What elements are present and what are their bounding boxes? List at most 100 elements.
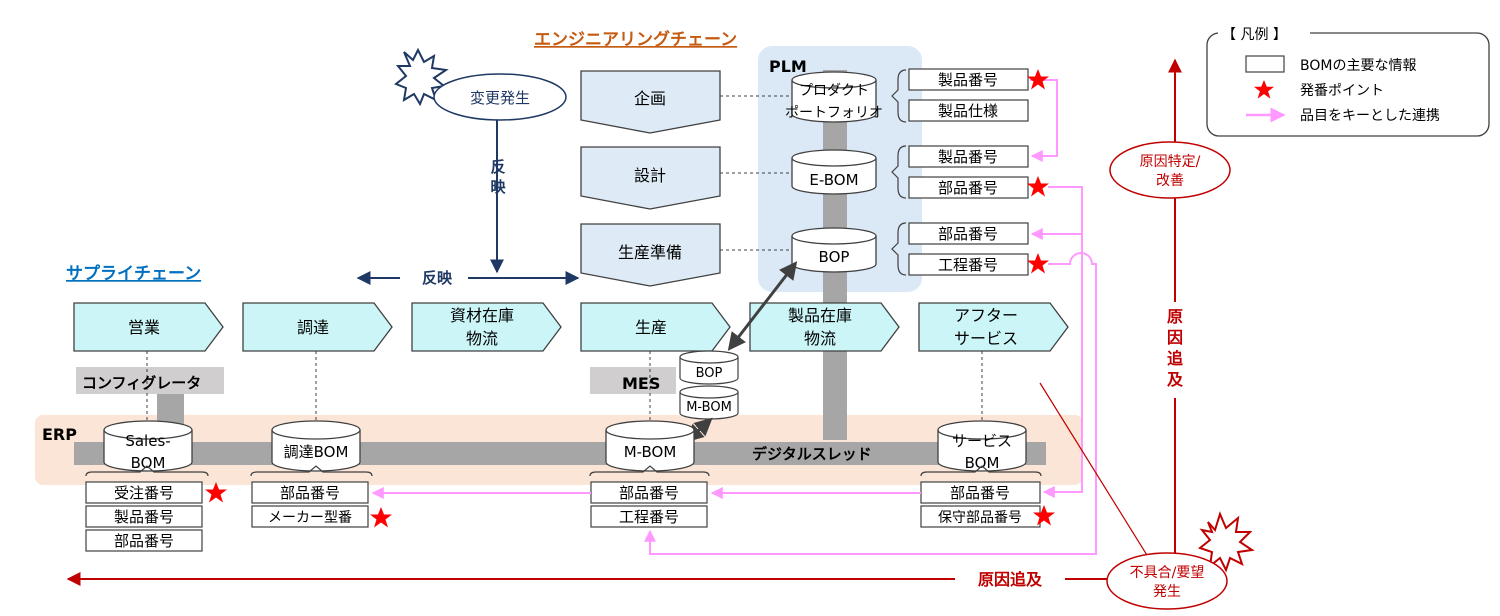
supply-step-procurement-label: 調達 [297,318,329,337]
erp-info-text: 部品番号 [114,532,174,550]
bracket-sales [85,465,209,477]
erp-label: ERP [42,425,77,444]
legend-bom-swatch [1245,55,1285,73]
legend-star-icon [1254,80,1274,99]
cause-identify-bubble [1109,141,1231,199]
link-process-to-mbom [644,252,1097,555]
supply-step-production-label: 生産 [635,318,667,337]
supply-step-material: 資材在庫 物流 [411,302,562,352]
erp-info-text: 部品番号 [619,484,679,502]
plm-label: PLM [769,57,807,76]
legend-star-label: 発番ポイント [1300,83,1384,99]
erp-mbom-label: M-BOM [624,443,677,461]
supply-step-sales: 営業 [73,302,224,352]
supply-chain-title: サプライチェーン [66,263,201,284]
plm-info-text: 製品仕様 [938,102,998,120]
trace-vertical-label: 因 [1167,328,1183,347]
supply-step-after-service-label-2: サービス [954,329,1018,348]
plm-info-box [908,68,1029,91]
erp-sales-bom-cylinder: Sales- BOM [103,420,193,472]
star-icon [1027,69,1049,90]
cause-identify-label-1: 原因特定/ [1140,154,1201,170]
portfolio-label-1: プロダクト [799,83,869,99]
mes-bar [590,367,676,394]
legend-title: 【 凡例 】 [1222,27,1287,43]
star-icon [1027,253,1049,274]
mes-label: MES [622,374,660,393]
trace-vertical-label: 及 [1167,370,1184,389]
supply-step-production: 生産 [580,302,731,352]
configurator-bar [76,367,224,394]
mes-bop-label: BOP [696,366,723,381]
trace-vertical-label: 追 [1167,349,1184,368]
supply-step-after-service-label-1: アフター [954,306,1018,325]
erp-info-box [85,505,203,528]
legend-title-bg [1218,24,1310,44]
star-icon [1027,176,1049,197]
plm-info-box [908,253,1029,276]
erp-service-bom-label-2: BOM [965,454,1000,472]
eng-step-planning-label: 企画 [634,89,666,108]
change-event-bubble [433,73,567,121]
eng-step-design: 設計 [580,146,721,210]
trace-vertical-label-bg [1160,302,1190,398]
plm-info-box [908,222,1029,245]
bracket-service [920,465,1042,477]
link-portfolio-to-ebom [1030,79,1058,162]
mes-mbom-cylinder: M-BOM [679,385,739,420]
erp-mbom-cylinder: M-BOM [605,420,695,472]
erp-service-bom-label-1: サービス [952,432,1012,450]
plm-info-text: 製品番号 [938,148,998,166]
defect-event-label-1: 不具合/要望 [1130,565,1205,581]
bop-mes-sync-arrow [727,261,798,351]
bracket-portfolio [891,69,907,123]
star-icon [1033,505,1055,526]
digital-thread-bar [74,442,1046,465]
bracket-mbom [589,465,710,477]
erp-sales-bom-label-1: Sales- [125,432,170,450]
eng-step-planning: 企画 [580,70,721,134]
plm-info-text: 部品番号 [938,225,998,243]
bop-label: BOP [819,248,850,266]
eng-step-design-label: 設計 [634,166,666,185]
reflect-vertical-label-2: 映 [490,178,506,196]
eng-step-prep-label: 生産準備 [618,243,682,262]
reflect-vertical-label-1: 反 [490,158,505,176]
trace-vertical-label: 原 [1167,307,1183,326]
erp-info-box [251,481,369,504]
ebom-cylinder: E-BOM [791,149,877,195]
erp-info-box [251,505,369,528]
cause-identify-label-2: 改善 [1156,173,1184,189]
digital-thread-label: デジタルスレッド [752,445,872,463]
star-icon [205,482,227,503]
defect-diagonal-line [1039,382,1151,561]
erp-info-box [590,505,708,528]
configurator-label: コンフィグレータ [82,374,201,392]
erp-info-text: 受注番号 [114,484,174,502]
bracket-bop [891,222,907,276]
ebom-label: E-BOM [809,171,858,189]
defect-event-bubble [1106,552,1228,610]
change-event-label: 変更発生 [470,89,530,107]
plm-info-text: 部品番号 [938,179,998,197]
supply-step-product-stock: 製品在庫 物流 [749,302,900,352]
erp-sales-bom-label-2: BOM [131,454,166,472]
plm-info-text: 工程番号 [938,256,998,274]
reflect-horizontal-label: 反映 [422,269,453,287]
bop-cylinder: BOP [791,227,877,273]
plm-info-box [908,145,1029,168]
erp-info-box [85,481,203,504]
bracket-proc [250,465,373,477]
erp-info-text: 保守部品番号 [938,510,1022,526]
supply-step-product-stock-label-1: 製品在庫 [788,306,852,325]
plm-info-text: 製品番号 [938,71,998,89]
supply-step-material-label-2: 物流 [466,329,498,348]
supply-step-sales-label: 営業 [128,318,160,337]
portfolio-label-2: ポートフォリオ [785,105,883,121]
erp-info-text: メーカー型番 [268,510,352,526]
mes-bop-cylinder: BOP [679,350,739,385]
supply-step-after-service: アフター サービス [918,302,1069,352]
erp-info-text: 部品番号 [280,484,340,502]
defect-burst-icon [1197,511,1255,573]
